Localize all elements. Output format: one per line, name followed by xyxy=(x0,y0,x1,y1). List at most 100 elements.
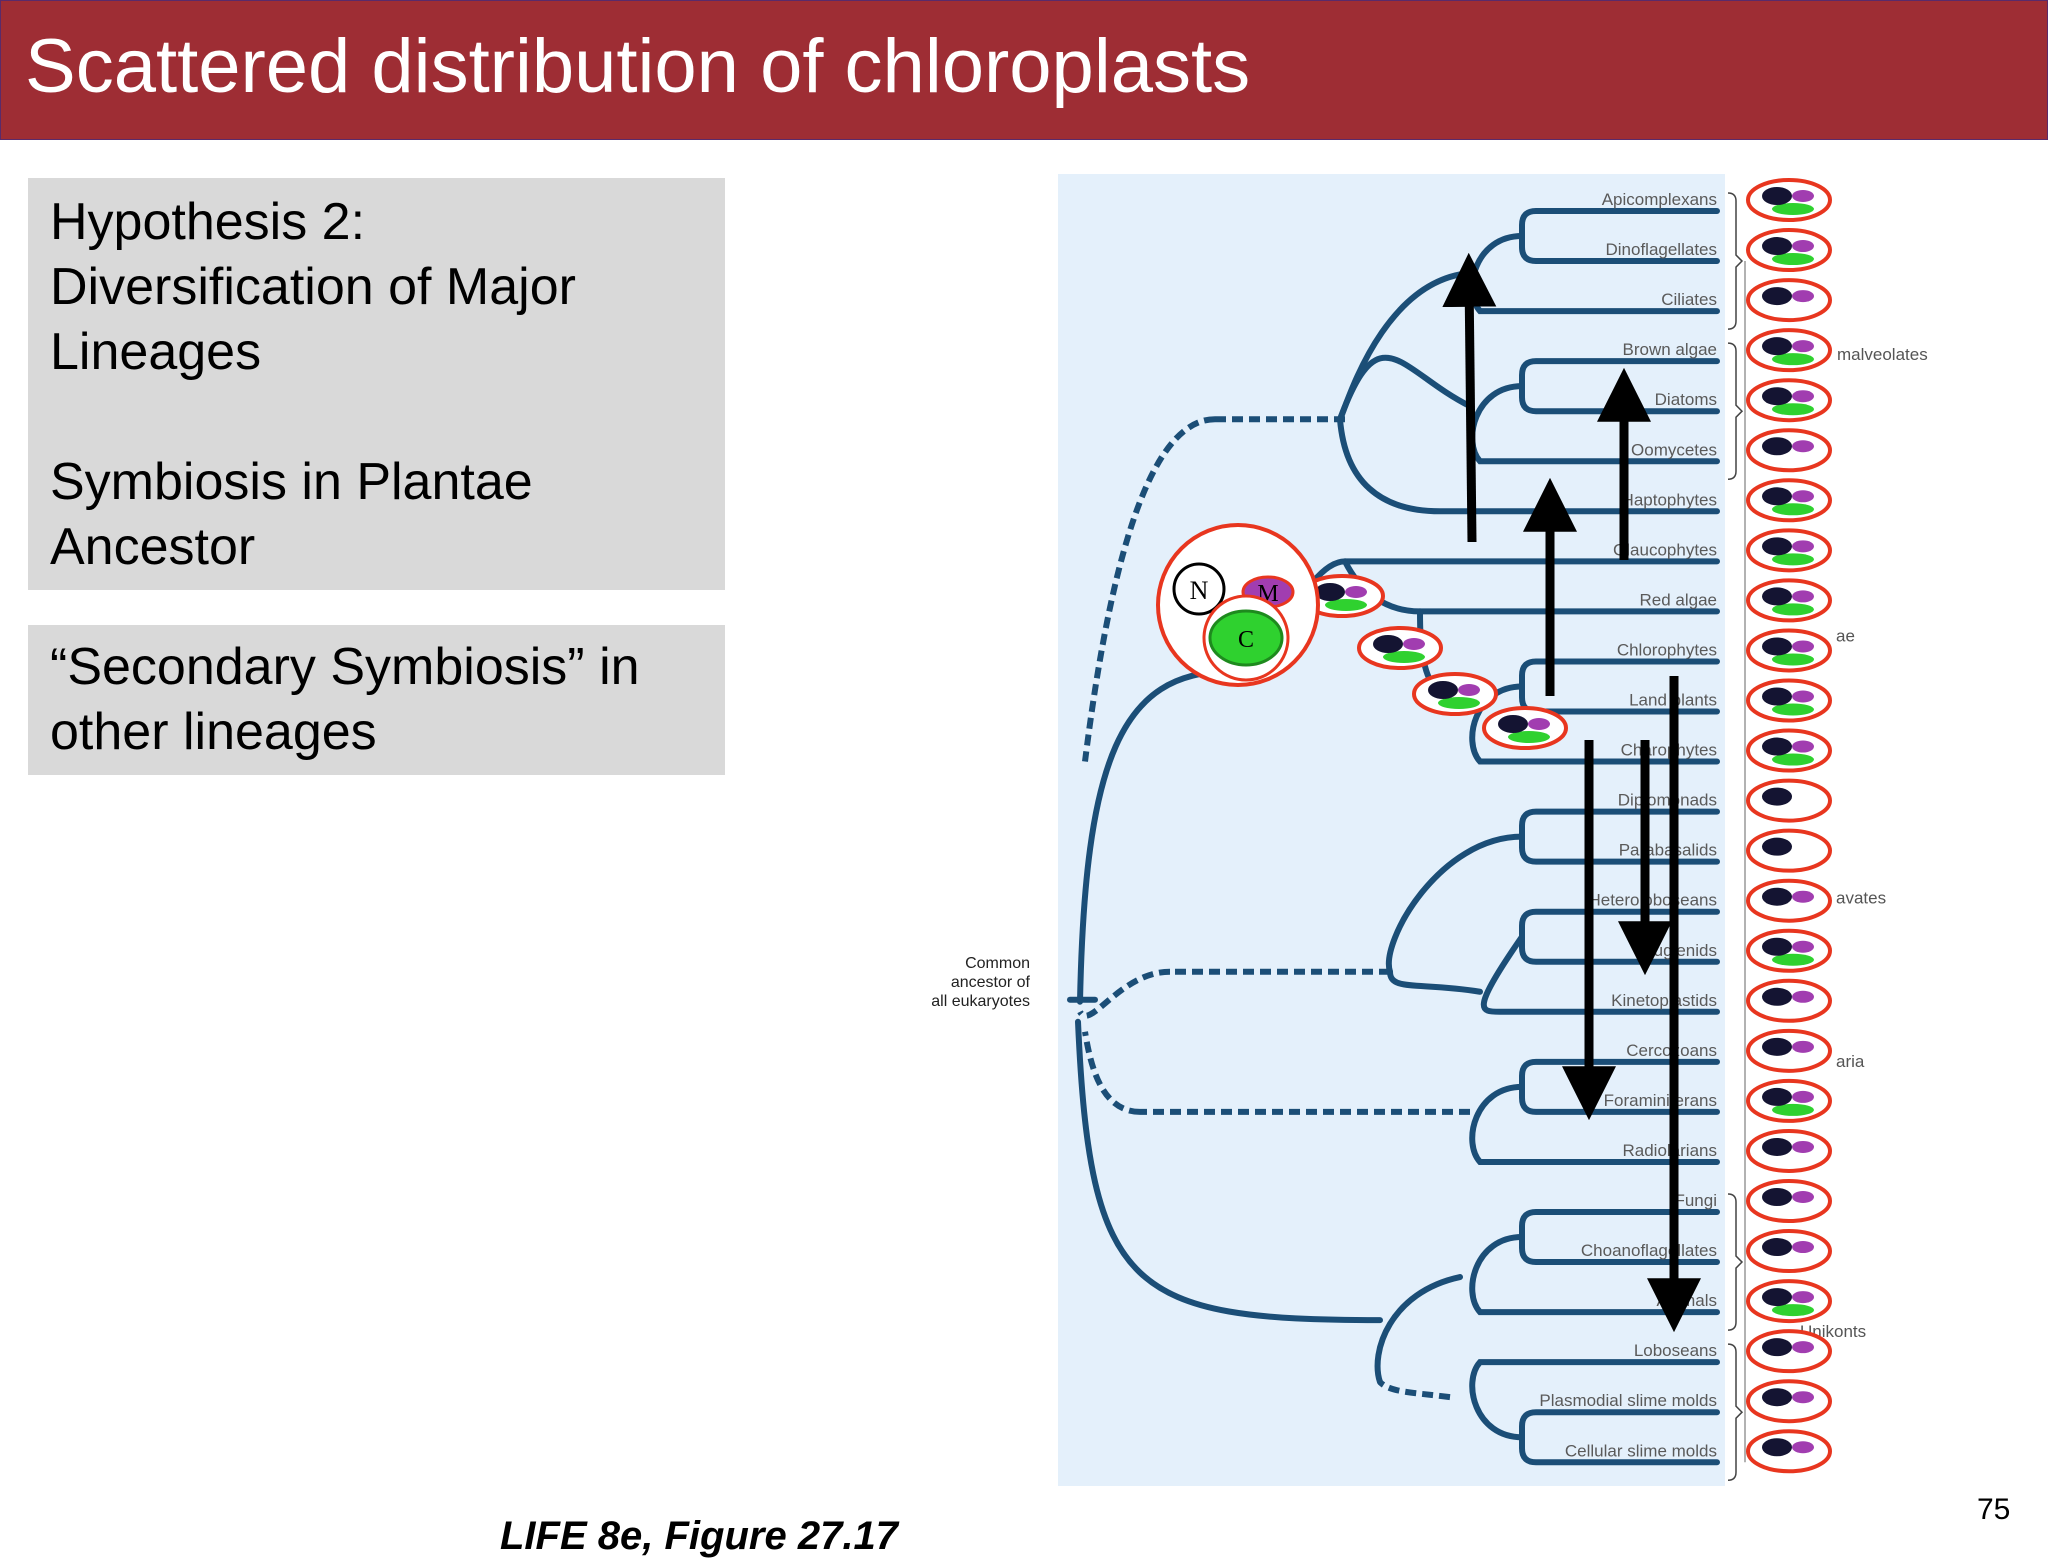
mitochondrion-organelle xyxy=(1792,340,1814,353)
clade-label: malveolates xyxy=(1837,345,1928,364)
nucleus-organelle xyxy=(1373,635,1403,653)
root-label-line: all eukaryotes xyxy=(931,993,1030,1010)
mitochondrion-organelle xyxy=(1792,390,1814,403)
nucleus-organelle xyxy=(1762,537,1792,556)
taxon-label: Brown algae xyxy=(1622,340,1717,359)
taxon-label: Diatoms xyxy=(1655,390,1717,409)
mitochondrion-organelle xyxy=(1528,718,1550,730)
hypothesis-line: Ancestor xyxy=(50,518,256,576)
chloroplast-organelle xyxy=(1438,697,1480,709)
clade-bracket xyxy=(1727,1343,1744,1481)
taxon-cell-icon xyxy=(1746,1379,1832,1424)
taxon-cell-icon xyxy=(1746,1028,1832,1073)
taxon-cell-icon xyxy=(1746,828,1832,873)
chloroplast-organelle xyxy=(1508,731,1550,743)
taxon-label: Animals xyxy=(1657,1291,1717,1310)
chloroplast-organelle xyxy=(1772,753,1814,766)
chloroplast-organelle xyxy=(1383,651,1425,663)
chloroplast-organelle xyxy=(1325,599,1367,611)
taxon-cell-icon xyxy=(1746,428,1832,473)
secondary-line: “Secondary Symbiosis” in xyxy=(50,638,640,696)
nucleus-organelle xyxy=(1762,437,1792,456)
mitochondrion-organelle xyxy=(1792,190,1814,202)
taxon-label: Plasmodial slime molds xyxy=(1539,1391,1717,1410)
chloroplast-organelle xyxy=(1772,403,1814,416)
taxon-cell-icon xyxy=(1746,778,1832,823)
tree-branch xyxy=(1469,1234,1720,1316)
nucleus-organelle xyxy=(1315,583,1345,601)
hypothesis-line: Diversification of Major xyxy=(50,258,576,316)
taxon-cell-icon xyxy=(1746,378,1832,423)
page-number: 75 xyxy=(1977,1493,2011,1526)
mitochondrion-organelle xyxy=(1792,1441,1814,1454)
tree-branch xyxy=(1082,1031,1141,1115)
taxon-cell-icon xyxy=(1746,478,1832,523)
mitochondrion-organelle xyxy=(1792,990,1814,1003)
taxon-cell-icon xyxy=(1746,1128,1832,1173)
mitochondrion-organelle xyxy=(1792,490,1814,503)
mitochondrion-organelle xyxy=(1792,1140,1814,1153)
taxon-cell-icon xyxy=(1746,1229,1832,1274)
figure-caption: LIFE 8e, Figure 27.17 xyxy=(500,1514,898,1558)
nucleus-organelle xyxy=(1762,1238,1792,1257)
nucleus-organelle xyxy=(1762,1338,1792,1357)
mitochondrion-organelle xyxy=(1792,890,1814,903)
taxon-cell-icon xyxy=(1746,928,1832,973)
mitochondrion-organelle xyxy=(1792,1090,1814,1103)
mitochondrion-organelle xyxy=(1345,586,1367,598)
ancestral-cell-icon xyxy=(1482,706,1568,750)
taxon-cell-icon xyxy=(1746,878,1832,923)
taxon-label: Foraminiferans xyxy=(1604,1091,1717,1110)
nucleus-organelle xyxy=(1762,1087,1792,1106)
transfer-arrows xyxy=(1442,252,1701,1333)
tree-branch xyxy=(1469,683,1720,765)
nucleus-organelle xyxy=(1762,637,1792,656)
taxon-cell-icon xyxy=(1746,628,1832,673)
mitochondrion-organelle xyxy=(1792,1391,1814,1404)
taxon-cell-icon xyxy=(1746,178,1832,222)
nucleus-organelle xyxy=(1762,1188,1792,1206)
ancestral-cell-icon xyxy=(1412,672,1498,716)
chloroplast-organelle xyxy=(1772,953,1814,966)
taxon-label: Loboseans xyxy=(1634,1341,1717,1360)
nucleus-organelle xyxy=(1762,1137,1792,1156)
tree-branch xyxy=(1387,968,1483,995)
taxon-label: Dinoflagellates xyxy=(1605,240,1717,259)
taxon-label: Haptophytes xyxy=(1622,490,1717,509)
taxon-cell-icon xyxy=(1746,728,1832,773)
taxon-label: Ciliates xyxy=(1661,290,1717,309)
nucleus-organelle xyxy=(1762,787,1792,806)
hypothesis-line: Symbiosis in Plantae xyxy=(50,453,533,511)
mitochondrion-organelle xyxy=(1792,1241,1814,1254)
taxon-label: Diplomonads xyxy=(1618,791,1717,810)
nucleus-organelle xyxy=(1762,287,1792,306)
nucleus-organelle xyxy=(1762,237,1792,256)
tree-branch xyxy=(1374,1274,1463,1386)
nucleus-organelle xyxy=(1762,1288,1792,1307)
taxon-label: Chlorophytes xyxy=(1617,640,1717,659)
nucleus-organelle xyxy=(1762,737,1792,756)
tree-branch xyxy=(1077,668,1233,1005)
taxon-label: Choanoflagellates xyxy=(1581,1241,1717,1260)
nucleus-organelle xyxy=(1428,681,1458,699)
taxon-cell-icon xyxy=(1746,978,1832,1023)
mitochondrion-organelle xyxy=(1792,1341,1814,1354)
chloroplast-organelle xyxy=(1772,1304,1814,1317)
nucleus-organelle xyxy=(1762,937,1792,956)
nucleus-organelle xyxy=(1762,1388,1792,1407)
nucleus-organelle xyxy=(1762,1438,1792,1457)
mitochondrion-organelle xyxy=(1792,940,1814,953)
mitochondrion-organelle xyxy=(1792,740,1814,753)
taxon-label: Heteroloboseans xyxy=(1588,891,1717,910)
taxon-cell-icon xyxy=(1746,1078,1832,1123)
taxon-cell-icon xyxy=(1746,678,1832,723)
ancestral-cell-icon xyxy=(1357,626,1443,670)
taxon-label: Kinetoplastids xyxy=(1611,991,1717,1010)
transfer-arrow xyxy=(1442,252,1497,543)
taxon-cell-icon xyxy=(1746,528,1832,573)
nucleus-label: N xyxy=(1190,576,1209,605)
nucleus-organelle xyxy=(1762,837,1792,856)
cell-icon-column xyxy=(1746,178,1832,1474)
nucleus-organelle xyxy=(1762,687,1792,706)
